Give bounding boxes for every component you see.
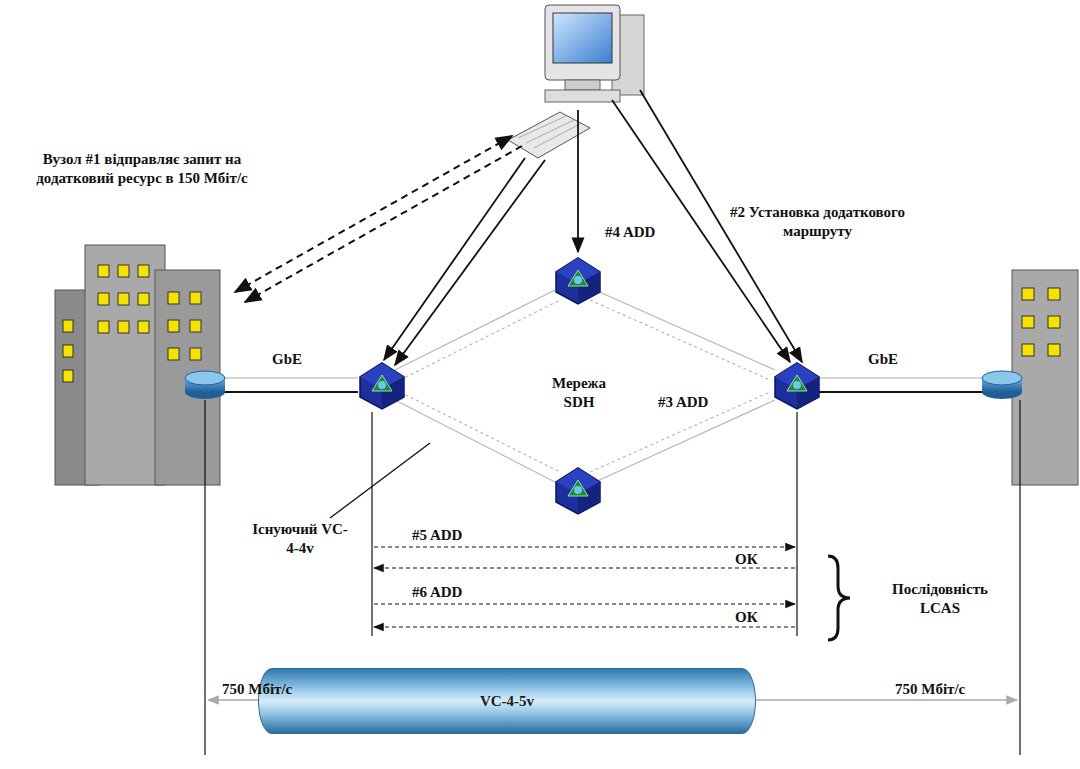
diagram-label: Послідовність LCAS bbox=[880, 580, 1000, 618]
diagram-label: 750 Мбіт/с bbox=[222, 680, 292, 699]
diagram-label: Існуючий VC-4-4v bbox=[250, 520, 350, 558]
diagram-label: #5 ADD bbox=[412, 526, 462, 545]
diagram-label: GbE bbox=[868, 350, 898, 369]
tube-label: VC-4-5v bbox=[480, 693, 534, 710]
diagram-label: ОК bbox=[735, 550, 758, 569]
diagram-label: #4 ADD bbox=[605, 223, 655, 242]
diagram-label: GbE bbox=[272, 350, 302, 369]
diagram-label: ОК bbox=[735, 608, 758, 627]
diagram-label: Вузол #1 відправляє запит на додатковий … bbox=[8, 150, 276, 188]
diagram-label: 750 Мбіт/с bbox=[895, 680, 965, 699]
vc-tube: VC-4-5v bbox=[258, 668, 756, 734]
diagram-label: #6 ADD bbox=[412, 583, 462, 602]
diagram-label: Мережа SDH bbox=[535, 374, 623, 412]
diagram-label: #3 ADD bbox=[658, 393, 708, 412]
diagram-label: #2 Установка додаткового маршруту bbox=[715, 203, 920, 241]
